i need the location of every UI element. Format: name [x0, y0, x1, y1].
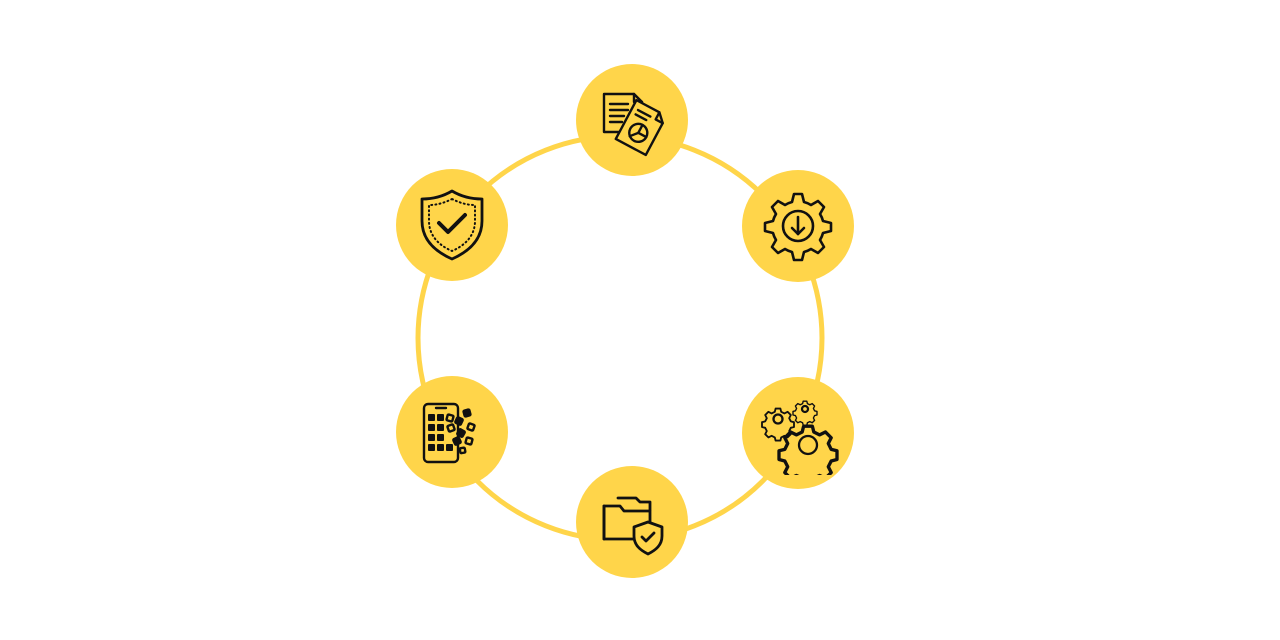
- gear-download-icon: [756, 184, 840, 268]
- shield-check-icon: [410, 183, 494, 267]
- node-shield-check: [396, 169, 508, 281]
- node-folder-shield: [576, 466, 688, 578]
- node-gears: [742, 377, 854, 489]
- node-gear-download: [742, 170, 854, 282]
- document-report-icon: [590, 78, 674, 162]
- node-mobile-app-grid: [396, 376, 508, 488]
- folder-shield-icon: [590, 480, 674, 564]
- node-document-report: [576, 64, 688, 176]
- gears-icon: [756, 391, 840, 475]
- mobile-app-grid-icon: [410, 390, 494, 474]
